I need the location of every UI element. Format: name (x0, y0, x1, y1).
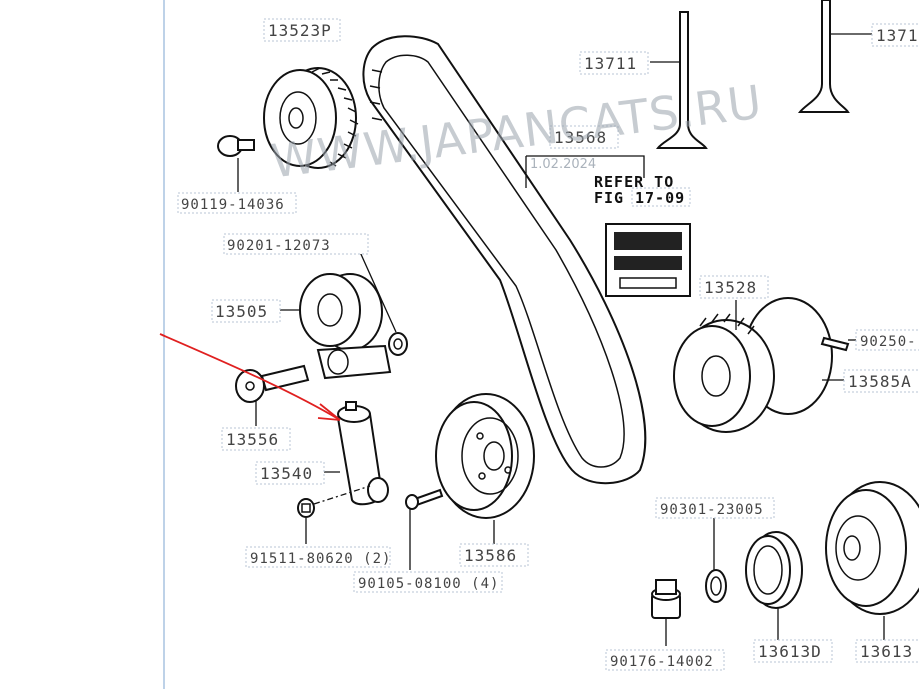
label-13585A: 13585A (848, 372, 912, 391)
bolt-90176 (651, 579, 681, 646)
red-annotation-arrow (159, 333, 341, 421)
label-13505: 13505 (215, 302, 268, 321)
belt-leader (525, 155, 645, 188)
label-13613D: 13613D (758, 642, 822, 661)
label-90105-08100: 90105-08100 (4) (358, 576, 499, 592)
nut-91511 (297, 498, 315, 544)
tensioner-13540 (313, 401, 389, 506)
label-90201-12073: 90201-12073 (227, 238, 331, 254)
label-90176-14002: 90176-14002 (610, 654, 714, 670)
label-13568: 13568 (554, 128, 607, 147)
date-stamp: 1.02.2024 (530, 157, 596, 172)
label-91511-80620: 91511-80620 (2) (250, 551, 391, 567)
label-13711-left: 13711 (584, 54, 637, 73)
refer-note-ref: 17-09 (635, 189, 685, 207)
refer-note-line1: REFER TO (594, 173, 674, 191)
pulley-13528 (673, 297, 833, 433)
ring-90301 (705, 518, 727, 603)
refer-figure-icon (605, 223, 691, 297)
seal-13613D (745, 531, 803, 640)
refer-note-fig: FIG (594, 189, 624, 207)
label-13711-right: 13711 (876, 26, 919, 45)
label-13613: 13613 (860, 642, 913, 661)
bolt-90105 (405, 488, 444, 570)
label-90250: 90250- (860, 334, 917, 350)
crank-pulley-13586 (435, 393, 535, 544)
label-13556: 13556 (226, 430, 279, 449)
label-13528: 13528 (704, 278, 757, 297)
valve-1 (650, 11, 708, 149)
label-13523P: 13523P (268, 21, 332, 40)
crank-timing-pulley (825, 481, 919, 640)
label-13586: 13586 (464, 546, 517, 565)
camshaft-pulley (263, 67, 359, 169)
valve-2 (797, 0, 872, 113)
washer-90201 (359, 251, 408, 356)
label-90119-14036: 90119-14036 (181, 197, 285, 213)
label-13540: 13540 (260, 464, 313, 483)
idler-pulley (280, 273, 392, 380)
bolt-90119 (217, 135, 255, 192)
label-90301-23005: 90301-23005 (660, 502, 764, 518)
